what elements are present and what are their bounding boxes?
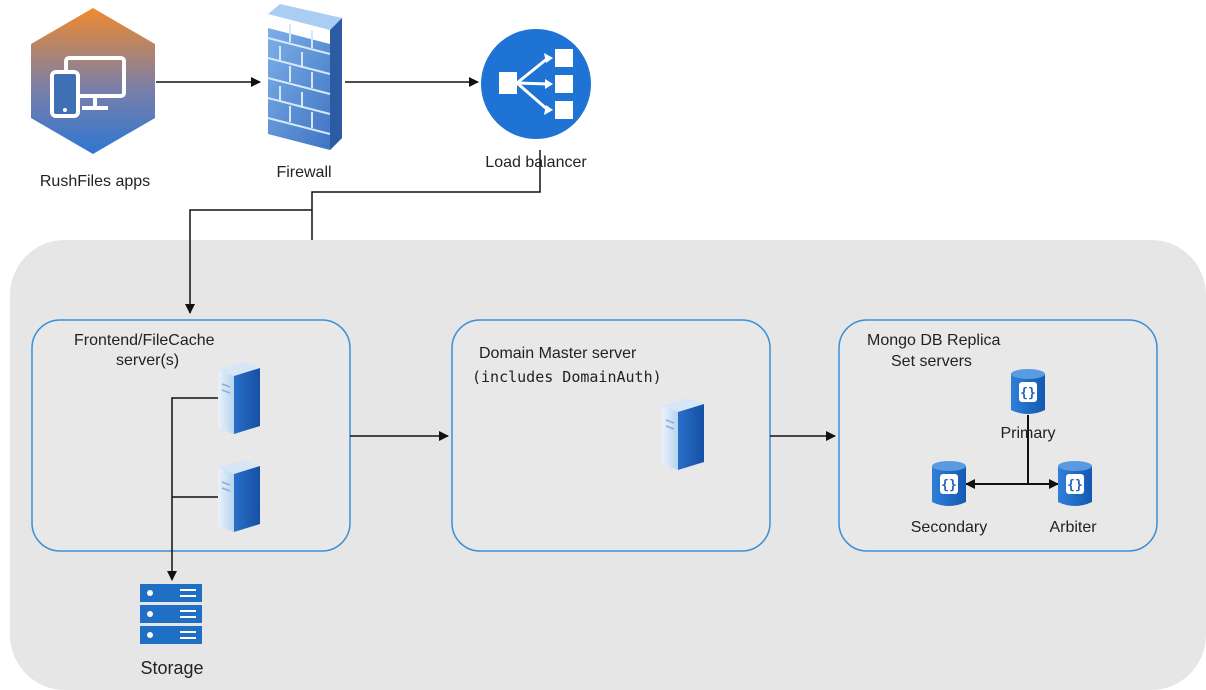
frontend-box <box>31 319 351 552</box>
firewall-label: Firewall <box>276 164 332 181</box>
devices-hexagon-icon <box>31 8 155 154</box>
arrow-to-frontend <box>185 209 312 314</box>
database-icon: {} <box>1058 461 1092 506</box>
mongo-secondary-label: Secondary <box>910 519 988 536</box>
apps-label: RushFiles apps <box>39 173 151 190</box>
storage-label: Storage <box>140 658 204 678</box>
mongo-title-line1: Mongo DB Replica <box>867 332 1001 349</box>
server-icon <box>218 460 260 532</box>
brick-wall-icon <box>267 4 342 150</box>
line-storage-bus <box>167 397 218 581</box>
svg-text:{}: {} <box>941 478 957 493</box>
mongo-box <box>838 319 1158 552</box>
line-loadbalancer-down <box>311 150 541 240</box>
server-icon <box>662 398 704 470</box>
server-icon <box>218 362 260 434</box>
storage-rack-icon <box>140 584 202 644</box>
load-balancer-label: Load balancer <box>485 154 587 171</box>
frontend-title-line2: server(s) <box>116 352 180 369</box>
svg-text:{}: {} <box>1067 478 1083 493</box>
load-balancer-icon <box>481 29 591 139</box>
database-icon: {} <box>932 461 966 506</box>
mongo-title-line2: Set servers <box>891 353 972 370</box>
domain-master-title-line1: Domain Master server <box>479 345 637 362</box>
svg-text:{}: {} <box>1020 386 1036 401</box>
frontend-title-line1: Frontend/FileCache <box>74 332 215 349</box>
domain-master-title-line2: (includes DomainAuth) <box>472 368 662 386</box>
mongo-primary-label: Primary <box>1000 425 1056 442</box>
database-icon: {} <box>1011 369 1045 414</box>
mongo-arbiter-label: Arbiter <box>1049 519 1097 536</box>
